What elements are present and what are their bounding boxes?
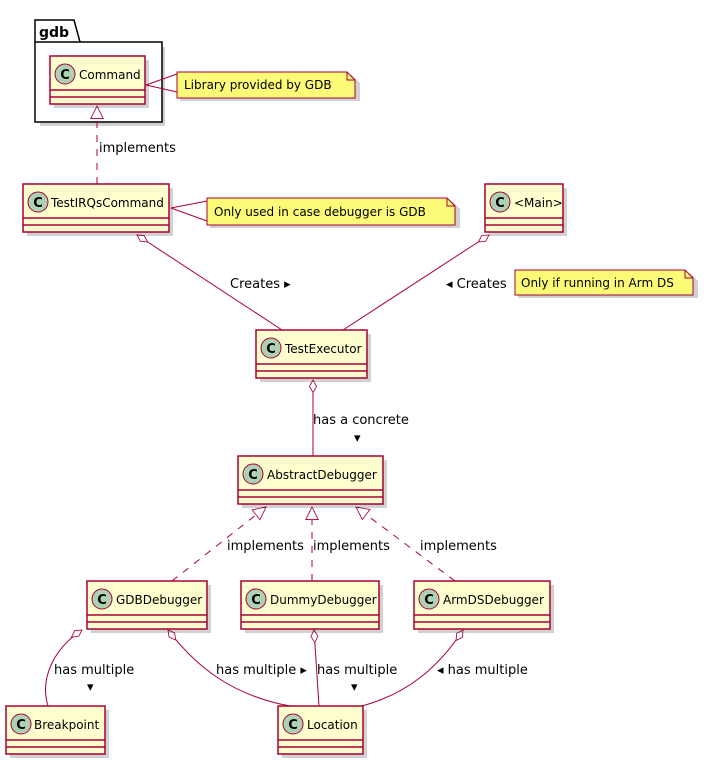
class-dummy-debugger: C DummyDebugger [240,580,383,633]
svg-text:C: C [424,593,434,608]
svg-text:C: C [60,68,70,83]
svg-text:C: C [16,718,26,733]
relations [45,106,489,707]
class-name-test-executor: TestExecutor [284,342,362,356]
label-has-concrete: has a concrete [313,413,409,428]
class-command: C Command [49,55,149,108]
svg-text:C: C [266,342,276,357]
class-name-main: <Main> [514,196,563,210]
label-has-multiple-dummy-arrow: ▾ [351,680,358,695]
label-implements-dummy: implements [313,539,390,554]
class-breakpoint: C Breakpoint [5,705,109,758]
label-implements-armds: implements [420,539,497,554]
label-has-multiple-bp-arrow: ▾ [87,680,94,695]
label-has-concrete-arrow: ▾ [354,431,361,446]
label-has-multiple-bp: has multiple [54,663,134,678]
label-has-multiple-armds: ◂ has multiple [437,663,528,678]
class-test-irqs-command: C TestIRQsCommand [22,183,173,236]
class-icon [54,63,76,85]
label-has-multiple-gdb-loc: has multiple ▸ [216,663,307,678]
class-name-location: Location [307,718,358,732]
class-abstract-debugger: C AbstractDebugger [237,455,387,508]
note-only-armds-text: Only if running in Arm DS [521,276,674,290]
note-only-gdb-text: Only used in case debugger is GDB [214,205,426,219]
edge-dummy-location [314,630,320,707]
note-library-gdb-text: Library provided by GDB [184,78,332,92]
edge-creates-from-main [342,235,489,331]
class-test-executor: C TestExecutor [255,329,371,382]
note-only-armds: Only if running in Arm DS [514,269,698,298]
package-name: gdb [39,25,69,41]
label-creates-right: ◂ Creates [446,277,507,292]
note-library-gdb: Library provided by GDB [176,71,360,101]
edge-gdb-location [168,630,291,707]
label-implements-gdb: implements [227,539,304,554]
class-name-armds-debugger: ArmDSDebugger [443,593,544,607]
class-gdb-debugger: C GDBDebugger [86,580,211,633]
label-has-multiple-dummy: has multiple [317,663,397,678]
relation-labels: implements Creates ▸ ◂ Creates has a con… [54,141,528,695]
edge-armds-location [361,630,463,707]
label-implements-command: implements [99,141,176,156]
svg-text:C: C [97,593,107,608]
class-name-command: Command [79,68,141,82]
class-name-dummy-debugger: DummyDebugger [270,593,377,607]
class-armds-debugger: C ArmDSDebugger [413,580,554,633]
note-only-gdb: Only used in case debugger is GDB [206,197,460,228]
class-name-abstract-debugger: AbstractDebugger [267,468,377,482]
svg-text:C: C [495,196,505,211]
edge-gdb-breakpoint [45,630,82,707]
edge-creates-from-irqs [137,235,283,331]
class-location: C Location [277,705,367,758]
svg-text:C: C [288,718,298,733]
svg-text:C: C [248,468,258,483]
class-main: C <Main> [484,183,567,236]
edge-implements-armds [356,507,456,582]
svg-text:C: C [251,593,261,608]
class-name-gdb-debugger: GDBDebugger [116,593,202,607]
svg-text:C: C [33,196,43,211]
class-name-breakpoint: Breakpoint [34,718,99,732]
note-connectors [145,73,208,222]
label-creates-left: Creates ▸ [230,277,291,292]
edge-implements-gdb [171,507,266,582]
class-name-test-irqs-command: TestIRQsCommand [50,196,164,210]
